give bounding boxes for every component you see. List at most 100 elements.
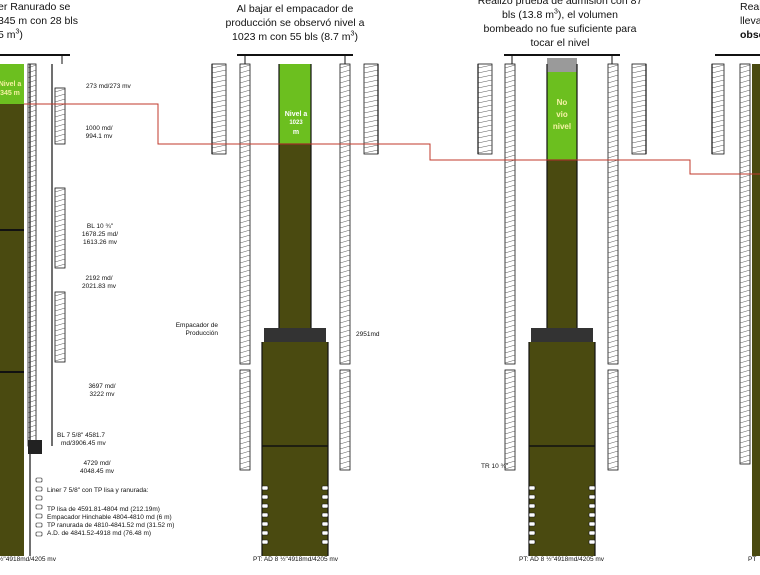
p2-hatch-left-mid-stroke bbox=[239, 264, 251, 269]
p2-hatch-right-mid-stroke bbox=[339, 309, 351, 314]
p1-cement-left-stroke bbox=[27, 84, 37, 89]
p4-hatch-top-stroke bbox=[711, 124, 725, 129]
p4-hatch-mid-stroke bbox=[739, 239, 751, 244]
p2-liner-slots-left-slot bbox=[261, 494, 269, 500]
p1-casing-hatch-top-stroke bbox=[54, 98, 66, 103]
panel-2-level-label: Nivel a 1023 m bbox=[284, 111, 308, 136]
p3-hatch-right-top-stroke bbox=[631, 79, 647, 84]
annotation-4729: 4729 md/4048.45 mv bbox=[80, 460, 114, 475]
p2-hatch-left-mid bbox=[239, 63, 251, 365]
p3-packer bbox=[531, 328, 593, 342]
p4-hatch-mid-stroke bbox=[739, 279, 751, 284]
p1-cement-left-stroke bbox=[27, 399, 37, 404]
p4-hatch-mid-stroke bbox=[739, 234, 751, 239]
p2-hatch-left-mid-stroke bbox=[239, 279, 251, 284]
p3-hatch-left-top-stroke bbox=[477, 144, 493, 149]
p1-cement-left-stroke bbox=[27, 409, 37, 414]
p2-hatch-left-low-stroke bbox=[239, 390, 251, 395]
p3-hatch-left-top-stroke bbox=[477, 69, 493, 74]
p3-hatch-left-mid-stroke bbox=[504, 99, 516, 104]
p2-liner-slots-left-slot bbox=[261, 530, 269, 536]
p1-cement-left-stroke bbox=[27, 294, 37, 299]
p3-hatch-left-low-stroke bbox=[504, 385, 516, 390]
p2-hatch-right-top-stroke bbox=[363, 109, 379, 114]
p2-hatch-left-mid-stroke bbox=[239, 254, 251, 259]
p3-hatch-right-mid-stroke bbox=[607, 174, 619, 179]
p3-hatch-right-mid-stroke bbox=[607, 314, 619, 319]
p1-casing-hatch-top-stroke bbox=[54, 113, 66, 118]
p3-hatch-left-low-stroke bbox=[504, 395, 516, 400]
p4-hatch-top-stroke bbox=[711, 149, 725, 154]
p2-hatch-left-top-stroke bbox=[211, 64, 227, 69]
p4-hatch-mid-stroke bbox=[739, 444, 751, 449]
p2-hatch-right-low bbox=[339, 369, 351, 471]
p3-hatch-right-mid-stroke bbox=[607, 284, 619, 289]
p3-hatch-right-mid-stroke bbox=[607, 249, 619, 254]
p1-casing-hatch-mid-stroke bbox=[54, 193, 66, 198]
p1-cement-left-stroke bbox=[27, 244, 37, 249]
annotation-2192: 2192 md/2021.83 mv bbox=[82, 275, 116, 290]
p2-hatch-left-mid-stroke bbox=[239, 164, 251, 169]
p1-cement-left-stroke bbox=[27, 394, 37, 399]
p3-hatch-left-mid-stroke bbox=[504, 264, 516, 269]
p3-hatch-right-mid-stroke bbox=[607, 129, 619, 134]
p1-cement-left-stroke bbox=[27, 279, 37, 284]
p2-hatch-left-mid-stroke bbox=[239, 349, 251, 354]
p2-hatch-left-low-stroke bbox=[239, 370, 251, 375]
p2-hatch-left-mid-stroke bbox=[239, 179, 251, 184]
p3-hatch-right-low-stroke bbox=[607, 370, 619, 375]
p2-hatch-left-low-stroke bbox=[239, 410, 251, 415]
p3-hatch-right-mid-stroke bbox=[607, 329, 619, 334]
p1-liner-left-slot bbox=[35, 504, 43, 510]
p2-hatch-left-low-stroke bbox=[239, 465, 251, 470]
p3-hatch-left-low-stroke bbox=[504, 375, 516, 380]
p3-hatch-left-low-stroke bbox=[504, 430, 516, 435]
p2-hatch-right-top-stroke bbox=[363, 144, 379, 149]
p3-hatch-right-mid-stroke bbox=[607, 294, 619, 299]
p3-hatch-right-mid-stroke bbox=[607, 204, 619, 209]
p3-hatch-right-top-stroke bbox=[631, 64, 647, 69]
p2-hatch-left-low-stroke bbox=[239, 405, 251, 410]
p2-hatch-left-mid-stroke bbox=[239, 124, 251, 129]
p4-hatch-mid-stroke bbox=[739, 359, 751, 364]
p3-liner-slots-left-slot bbox=[528, 530, 536, 536]
p2-hatch-left-mid-stroke bbox=[239, 324, 251, 329]
p2-hatch-right-low-stroke bbox=[339, 435, 351, 440]
p1-cement-left-stroke bbox=[27, 139, 37, 144]
annotation-liner: Liner 7 5/8" con TP lisa y ranurada: bbox=[47, 487, 149, 494]
p4-hatch-top-stroke bbox=[711, 69, 725, 74]
p3-hatch-left-low-stroke bbox=[504, 440, 516, 445]
p3-hatch-right-mid-stroke bbox=[607, 104, 619, 109]
p4-hatch-mid-stroke bbox=[739, 274, 751, 279]
p3-hatch-left-mid-stroke bbox=[504, 129, 516, 134]
p2-hatch-right-mid-stroke bbox=[339, 79, 351, 84]
p2-hatch-right-mid-stroke bbox=[339, 289, 351, 294]
p3-hatch-left-low-stroke bbox=[504, 420, 516, 425]
p3-hatch-left-mid-stroke bbox=[504, 119, 516, 124]
p3-hatch-left-mid-stroke bbox=[504, 354, 516, 359]
p2-hatch-left-mid-stroke bbox=[239, 94, 251, 99]
annotation-tr-10: TR 10 ¾" bbox=[481, 463, 509, 470]
p2-hatch-right-mid-stroke bbox=[339, 349, 351, 354]
p3-hatch-left-mid-stroke bbox=[504, 244, 516, 249]
p3-hatch-right-mid-stroke bbox=[607, 334, 619, 339]
p4-hatch-mid-stroke bbox=[739, 289, 751, 294]
p3-hatch-right-low-stroke bbox=[607, 375, 619, 380]
p2-hatch-right-low-stroke bbox=[339, 380, 351, 385]
p3-hatch-right-low-stroke bbox=[607, 455, 619, 460]
p4-hatch-top-stroke bbox=[711, 104, 725, 109]
p4-hatch-mid-stroke bbox=[739, 429, 751, 434]
p2-hatch-right-top-stroke bbox=[363, 104, 379, 109]
p1-cement-left-stroke bbox=[27, 389, 37, 394]
p2-hatch-left-mid-stroke bbox=[239, 214, 251, 219]
p2-hatch-right-mid-stroke bbox=[339, 304, 351, 309]
p3-hatch-left-mid-stroke bbox=[504, 64, 516, 69]
p2-fluid-tubing bbox=[279, 144, 311, 330]
p3-hatch-left-top-stroke bbox=[477, 149, 493, 154]
p1-cement-left-stroke bbox=[27, 344, 37, 349]
p1-cement-left-stroke bbox=[27, 204, 37, 209]
p4-hatch-mid-stroke bbox=[739, 84, 751, 89]
p4-hatch-mid-stroke bbox=[739, 104, 751, 109]
p2-hatch-left-low-stroke bbox=[239, 380, 251, 385]
